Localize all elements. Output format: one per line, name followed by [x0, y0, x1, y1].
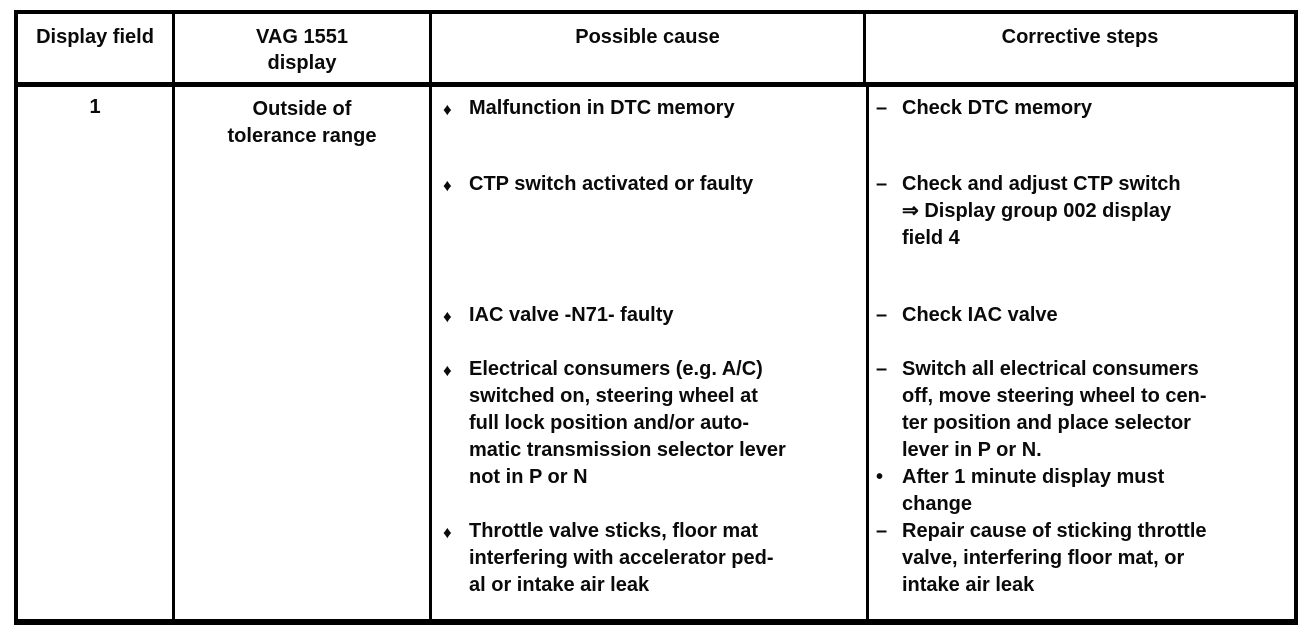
step-text: Check DTC memory: [902, 97, 1093, 119]
round-bullet-icon: •: [876, 466, 884, 488]
cause-step-pair: ♦ Throttle valve sticks, floor mat inter…: [432, 518, 1294, 599]
diamond-bullet-icon: ♦: [443, 361, 452, 380]
cause-text: Electrical consumers (e.g. A/C) switched…: [469, 358, 786, 488]
dash-bullet-icon: –: [876, 520, 888, 542]
header-possible-cause: Possible cause: [432, 14, 866, 82]
table-row: 1 Outside of tolerance range ♦ Malfuncti…: [18, 87, 1294, 625]
possible-cause-cell: ♦ Malfunction in DTC memory: [432, 95, 866, 123]
corrective-steps-cell: – Repair cause of sticking throttle valv…: [866, 518, 1294, 599]
diagnostic-table: Display field VAG 1551 display Possible …: [14, 10, 1298, 625]
dash-bullet-icon: –: [876, 304, 888, 326]
cause-step-pair: ♦ CTP switch activated or faulty – Check…: [432, 171, 1294, 252]
display-field-value: 1: [18, 87, 175, 625]
possible-cause-cell: ♦ Electrical consumers (e.g. A/C) switch…: [432, 356, 866, 518]
diamond-bullet-icon: ♦: [443, 307, 452, 326]
header-display-field: Display field: [18, 14, 175, 82]
cause-text: CTP switch activated or faulty: [469, 173, 754, 195]
dash-bullet-icon: –: [876, 173, 888, 195]
header-corrective-steps: Corrective steps: [1001, 26, 1159, 48]
step-text: Check and adjust CTP switch ⇒ Display gr…: [902, 173, 1181, 249]
corrective-steps-cell: – Switch all electrical consumers off, m…: [866, 356, 1294, 518]
corrective-steps-cell: – Check DTC memory: [866, 95, 1294, 123]
possible-cause-cell: ♦ IAC valve -N71- faulty: [432, 302, 866, 330]
vag-display-value: Outside of tolerance range: [175, 87, 432, 625]
step-entry: – Check DTC memory: [876, 95, 1286, 122]
cause-step-pair: ♦ IAC valve -N71- faulty – Check IAC val…: [432, 302, 1294, 330]
dash-bullet-icon: –: [876, 97, 888, 119]
step-text: Switch all electrical consumers off, mov…: [902, 358, 1207, 461]
cause-text: Malfunction in DTC memory: [469, 97, 735, 119]
step-entry: – Check and adjust CTP switch ⇒ Display …: [876, 171, 1286, 252]
cause-text: Throttle valve sticks, floor mat interfe…: [469, 520, 774, 596]
step-entry: • After 1 minute display must change: [876, 464, 1286, 518]
possible-cause-cell: ♦ CTP switch activated or faulty: [432, 171, 866, 252]
cause-entry: ♦ Throttle valve sticks, floor mat inter…: [443, 518, 858, 599]
cause-step-pair: ♦ Malfunction in DTC memory – Check DTC …: [432, 95, 1294, 123]
possible-cause-cell: ♦ Throttle valve sticks, floor mat inter…: [432, 518, 866, 599]
cause-text: IAC valve -N71- faulty: [469, 304, 674, 326]
header-vag-1551-display: VAG 1551 display: [175, 14, 432, 82]
step-text: Check IAC valve: [902, 304, 1058, 326]
corrective-steps-cell: – Check and adjust CTP switch ⇒ Display …: [866, 171, 1294, 252]
cause-entry: ♦ Electrical consumers (e.g. A/C) switch…: [443, 356, 858, 491]
diamond-bullet-icon: ♦: [443, 176, 452, 195]
corrective-steps-cell: – Check IAC valve: [866, 302, 1294, 330]
cause-step-pair: ♦ Electrical consumers (e.g. A/C) switch…: [432, 356, 1294, 518]
cause-entry: ♦ IAC valve -N71- faulty: [443, 302, 858, 330]
dash-bullet-icon: –: [876, 358, 888, 380]
diamond-bullet-icon: ♦: [443, 523, 452, 542]
cause-entry: ♦ Malfunction in DTC memory: [443, 95, 858, 123]
step-text: Repair cause of sticking throttle valve,…: [902, 520, 1207, 596]
step-entry: – Repair cause of sticking throttle valv…: [876, 518, 1286, 599]
column-divider: [866, 87, 869, 625]
cause-steps-area: ♦ Malfunction in DTC memory – Check DTC …: [432, 87, 1294, 625]
diamond-bullet-icon: ♦: [443, 100, 452, 119]
cause-entry: ♦ CTP switch activated or faulty: [443, 171, 858, 199]
table-header-row: Display field VAG 1551 display Possible …: [18, 14, 1294, 87]
step-entry: – Switch all electrical consumers off, m…: [876, 356, 1286, 464]
step-entry: – Check IAC valve: [876, 302, 1286, 329]
step-text: After 1 minute display must change: [902, 466, 1165, 515]
